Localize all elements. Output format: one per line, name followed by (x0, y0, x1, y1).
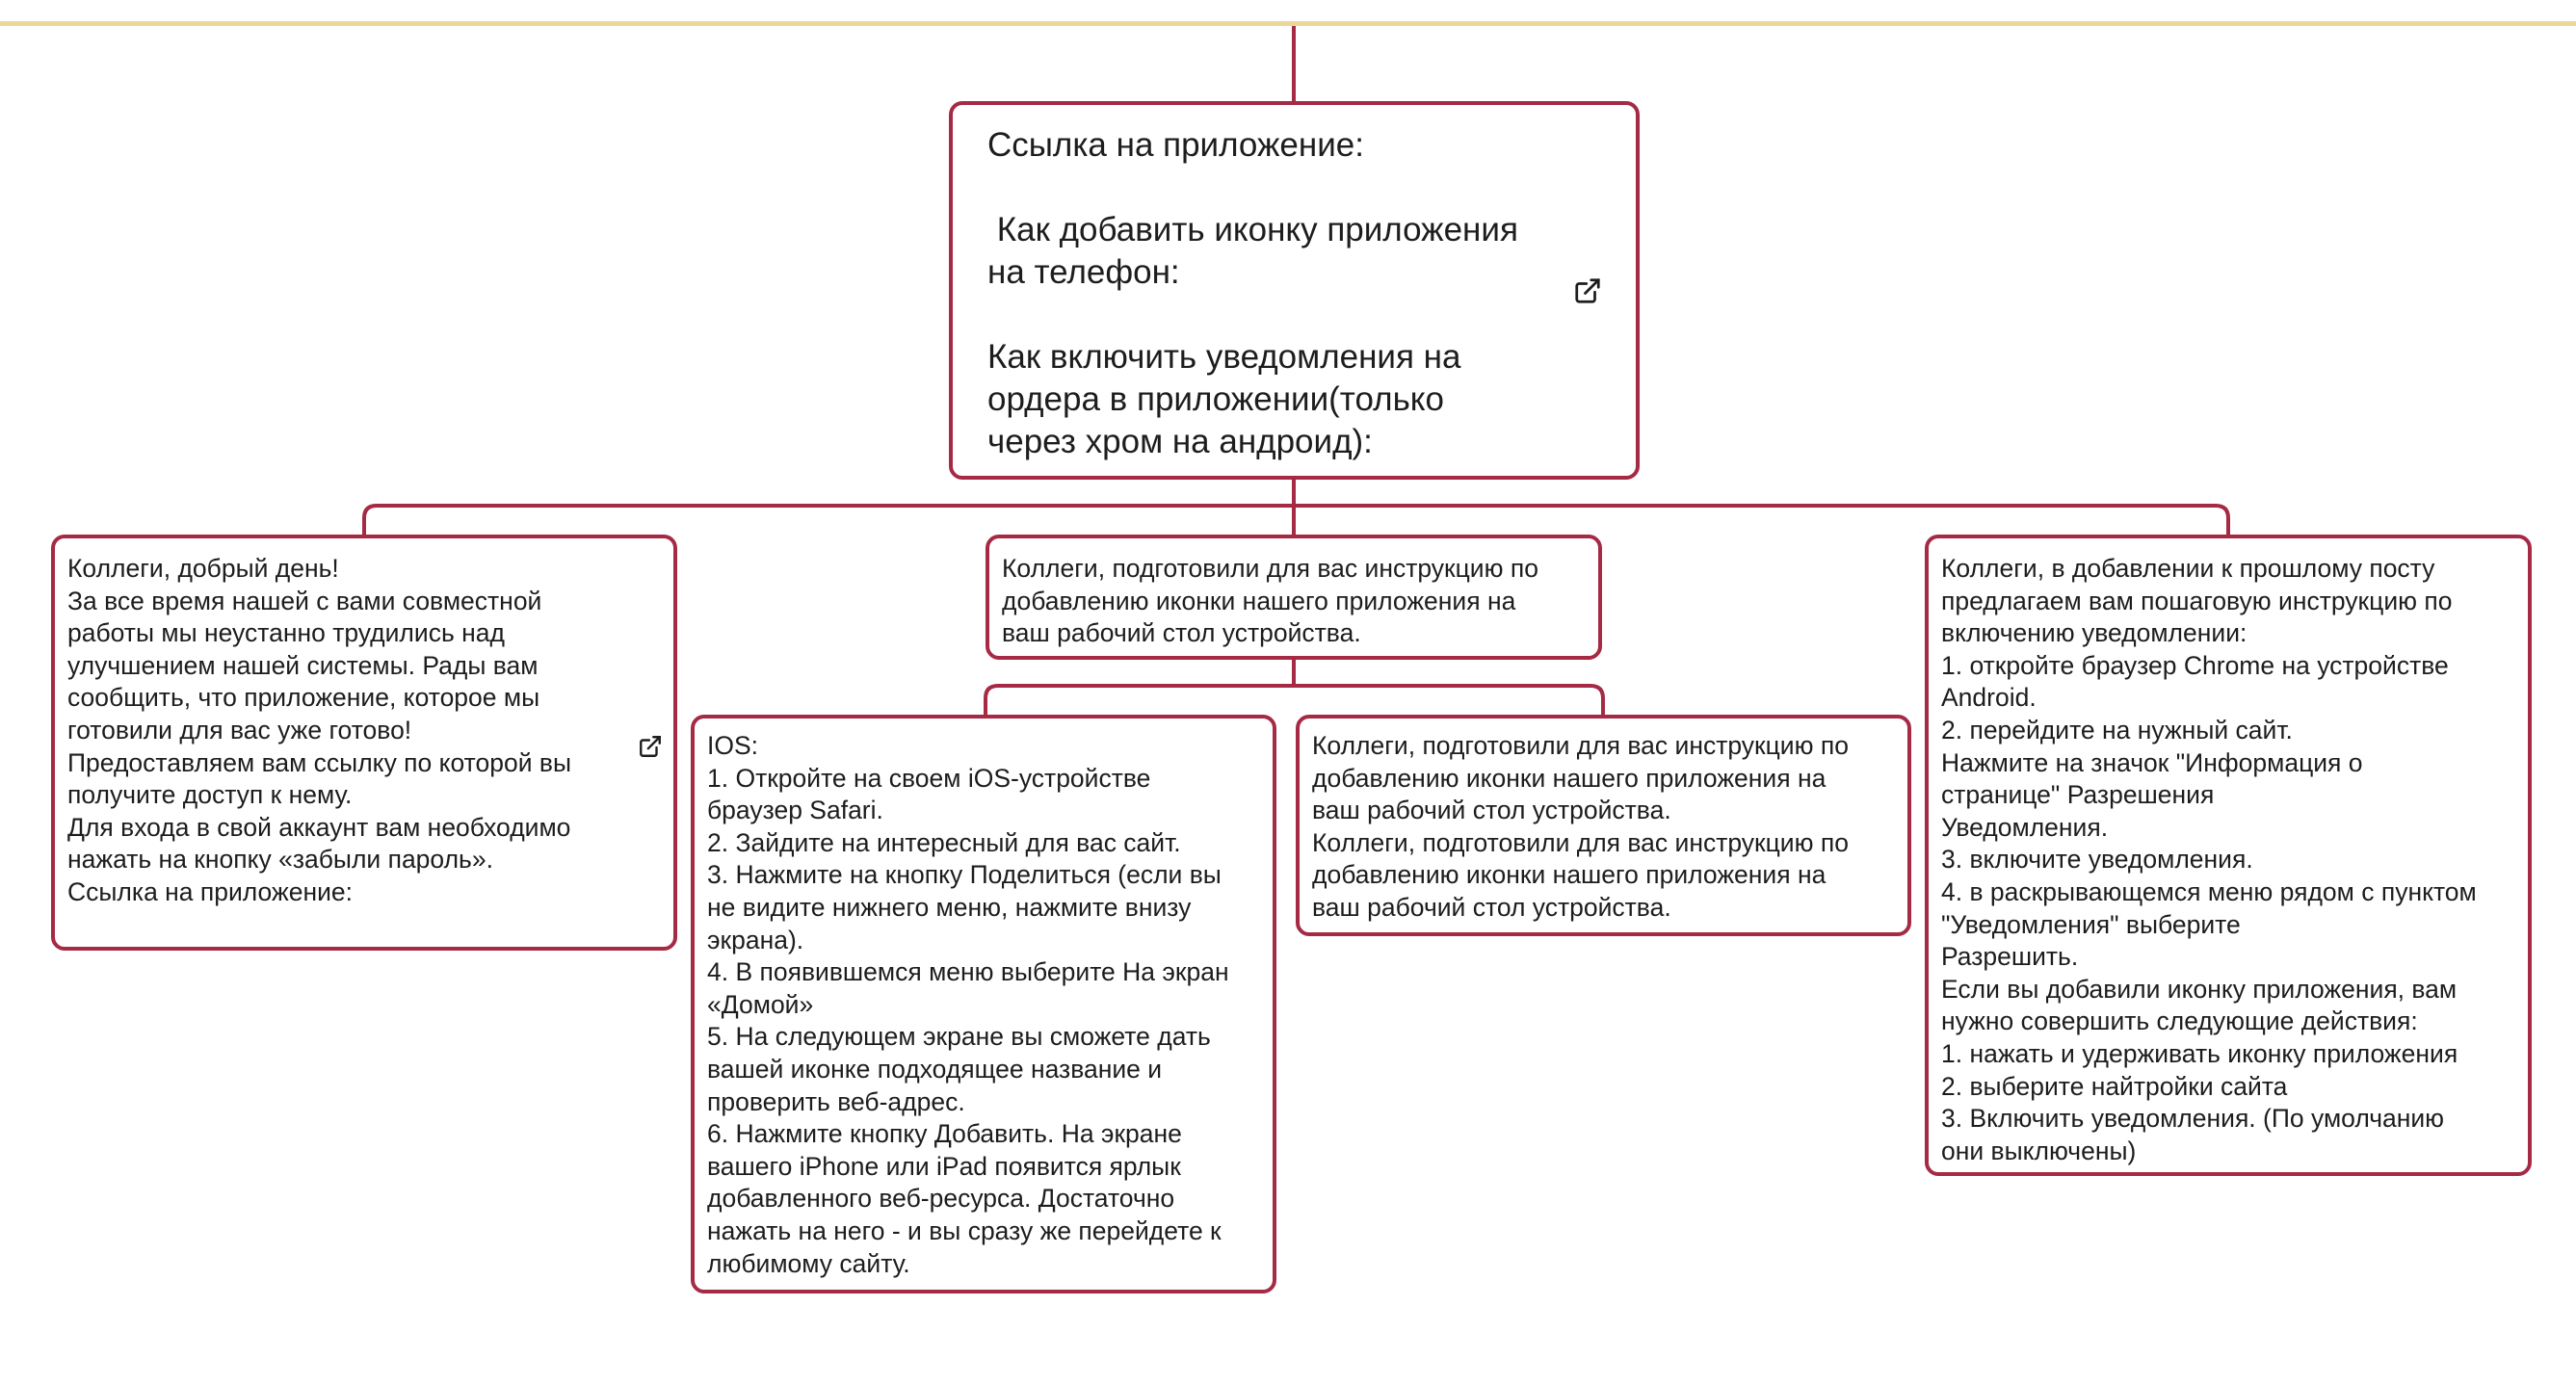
notifications-line: 2. перейдите на нужный сайт. (1941, 715, 2293, 745)
root-line: Как включить уведомления на (987, 338, 1461, 376)
welcome-line: За все время нашей с вами совместной (67, 586, 542, 615)
notifications-line: Нажмите на значок "Информация о (1941, 747, 2363, 777)
notifications-line: "Уведомления" выберите (1941, 909, 2241, 939)
android-line: ваш рабочий стол устройства. (1312, 796, 1671, 825)
notifications-line: Если вы добавили иконку приложения, вам (1941, 974, 2458, 1004)
notifications-line: 1. нажать и удерживать иконку приложения (1941, 1038, 2458, 1068)
ios-line: вашего iPhone или iPad появится ярлык (707, 1151, 1181, 1181)
notifications-line: предлагаем вам пошаговую инструкцию по (1941, 586, 2453, 615)
ios-line: IOS: (707, 731, 759, 760)
ios-line: любимому сайту. (707, 1248, 910, 1278)
notifications-line: они выключены) (1941, 1136, 2137, 1165)
notifications-line: 3. включите уведомления. (1941, 845, 2253, 875)
welcome-line: улучшением нашей системы. Рады вам (67, 650, 539, 680)
root-line: на телефон: (987, 253, 1180, 291)
welcome-line: получите доступ к нему. (67, 780, 353, 810)
welcome-line: Предоставляем вам ссылку по которой вы (67, 747, 572, 777)
root-line (987, 167, 1601, 209)
welcome-line: Ссылка на приложение: (67, 876, 354, 906)
ios-line: браузер Safari. (707, 796, 883, 825)
icon-guide-line: Коллеги, подготовили для вас инструкцию … (1002, 554, 1538, 583)
android-line: Коллеги, подготовили для вас инструкцию … (1312, 731, 1849, 760)
notifications-line: 4. в раскрывающемся меню рядом с пунктом (1941, 876, 2477, 906)
android-line: Коллеги, подготовили для вас инструкцию … (1312, 827, 1849, 857)
notifications-line: 2. выберите найтройки сайта (1941, 1071, 2288, 1101)
connector-level1-bar (362, 504, 2230, 536)
node-icon-guide[interactable]: Коллеги, подготовили для вас инструкцию … (986, 535, 1602, 660)
external-link-icon[interactable] (638, 734, 663, 759)
ios-line: экрана). (707, 925, 804, 954)
notifications-line: Android. (1941, 683, 2037, 713)
external-link-icon[interactable] (1573, 276, 1602, 305)
node-ios[interactable]: IOS: 1. Откройте на своем iOS-устройстве… (691, 715, 1276, 1294)
welcome-line: сообщить, что приложение, которое мы (67, 683, 540, 713)
node-notifications[interactable]: Коллеги, в добавлении к прошлому посту п… (1925, 535, 2532, 1176)
android-line: добавлению иконки нашего приложения на (1312, 860, 1827, 890)
ios-line: вашей иконке подходящее название и (707, 1054, 1163, 1084)
root-line: через хром на андроид): (987, 423, 1373, 460)
ios-line: «Домой» (707, 989, 814, 1019)
android-line: ваш рабочий стол устройства. (1312, 892, 1671, 922)
notifications-line: включению уведомлении: (1941, 618, 2247, 648)
notifications-line: 3. Включить уведомления. (По умолчанию (1941, 1104, 2445, 1134)
connector-level2-bar (984, 684, 1605, 717)
ios-line: 6. Нажмите кнопку Добавить. На экране (707, 1119, 1182, 1149)
ios-line: нажать на него - и вы сразу же перейдете… (707, 1215, 1222, 1245)
node-welcome[interactable]: Коллеги, добрый день! За все время нашей… (51, 535, 677, 951)
welcome-line: работы мы неустанно трудились над (67, 618, 505, 648)
root-line: Ссылка на приложение: (987, 126, 1364, 164)
root-node[interactable]: Ссылка на приложение: Как добавить иконк… (949, 101, 1640, 480)
welcome-line: готовили для вас уже готово! (67, 715, 412, 745)
android-line: добавлению иконки нашего приложения на (1312, 763, 1827, 793)
notifications-line: Разрешить. (1941, 942, 2079, 972)
ios-line: 4. В появившемся меню выберите На экран (707, 957, 1229, 987)
ios-line: 1. Откройте на своем iOS-устройстве (707, 763, 1151, 793)
notifications-line: странице" Разрешения (1941, 780, 2215, 810)
notifications-line: Коллеги, в добавлении к прошлому посту (1941, 554, 2435, 583)
top-band (0, 21, 2576, 26)
welcome-line: нажать на кнопку «забыли пароль». (67, 845, 493, 875)
welcome-line: Коллеги, добрый день! (67, 554, 339, 583)
icon-guide-line: добавлению иконки нашего приложения на (1002, 586, 1516, 615)
notifications-line: 1. откройте браузер Chrome на устройстве (1941, 650, 2449, 680)
root-line: ордера в приложении(только (987, 380, 1444, 418)
ios-line: проверить веб-адрес. (707, 1086, 965, 1116)
ios-line: 5. На следующем экране вы сможете дать (707, 1022, 1211, 1052)
notifications-line: Уведомления. (1941, 812, 2109, 842)
root-line (987, 294, 1601, 336)
root-text: Ссылка на приложение: Как добавить иконк… (987, 124, 1601, 463)
welcome-line: Для входа в свой аккаунт вам необходимо (67, 812, 571, 842)
node-android[interactable]: Коллеги, подготовили для вас инструкцию … (1296, 715, 1911, 936)
ios-line: 2. Зайдите на интересный для вас сайт. (707, 827, 1181, 857)
ios-line: не видите нижнего меню, нажмите внизу (707, 892, 1192, 922)
ios-line: добавленного веб-ресурса. Достаточно (707, 1184, 1175, 1214)
notifications-line: нужно совершить следующие действия: (1941, 1006, 2418, 1036)
root-line: Как добавить иконку приложения (987, 211, 1518, 248)
icon-guide-line: ваш рабочий стол устройства. (1002, 618, 1361, 648)
ios-line: 3. Нажмите на кнопку Поделиться (если вы (707, 860, 1222, 890)
